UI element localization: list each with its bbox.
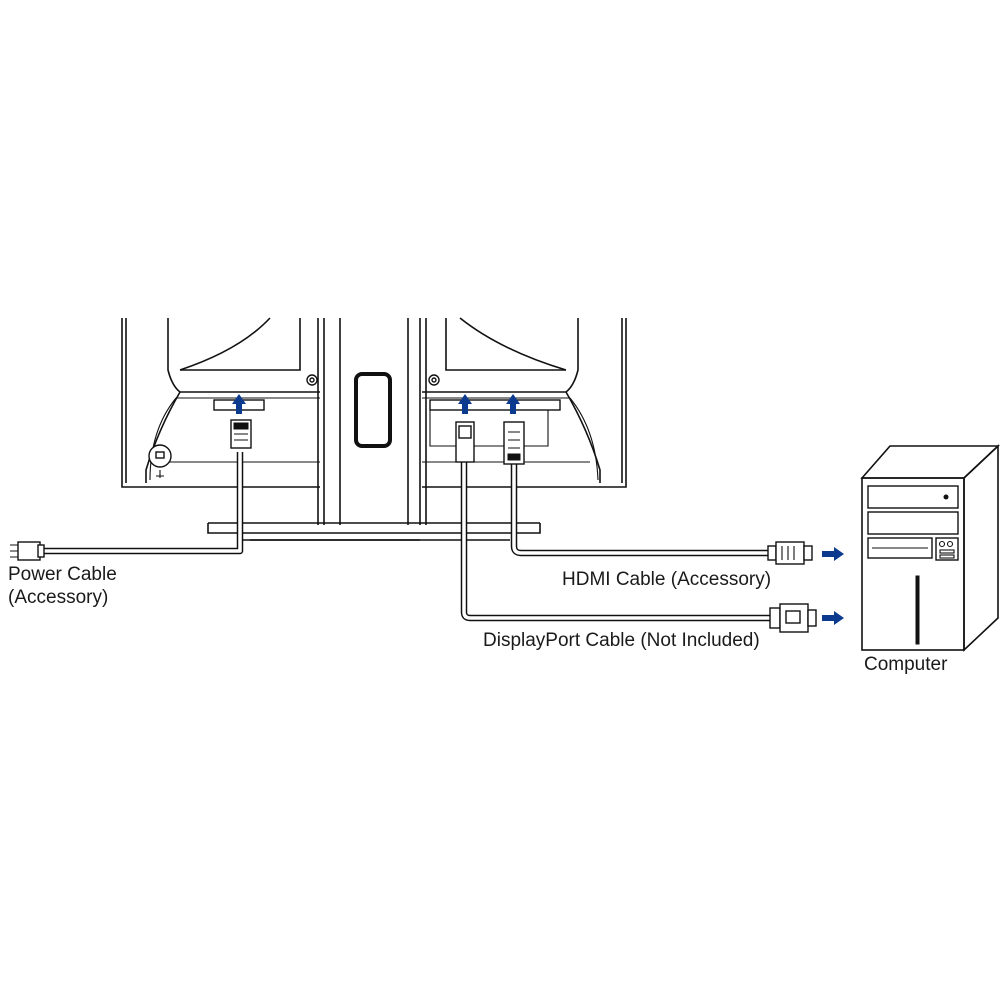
connection-arrows <box>232 394 844 625</box>
power-cable-label-line1: Power Cable <box>8 564 117 585</box>
dp-arrow-icon <box>458 394 472 414</box>
hdmi-cable-label: HDMI Cable (Accessory) <box>562 569 772 590</box>
hdmi-to-computer-arrow-icon <box>822 547 844 561</box>
computer-tower <box>860 444 1000 652</box>
power-arrow-icon <box>232 394 246 414</box>
hdmi-arrow-icon <box>506 394 520 414</box>
monitor-stand <box>207 318 541 541</box>
computer-label: Computer <box>864 654 948 675</box>
displayport-cable <box>455 421 817 633</box>
hdmi-cable <box>503 421 813 565</box>
dp-to-computer-arrow-icon <box>822 611 844 625</box>
power-cable-label-line2: (Accessory) <box>8 587 109 608</box>
displayport-cable-label: DisplayPort Cable (Not Included) <box>483 630 760 651</box>
power-cable <box>10 419 252 561</box>
